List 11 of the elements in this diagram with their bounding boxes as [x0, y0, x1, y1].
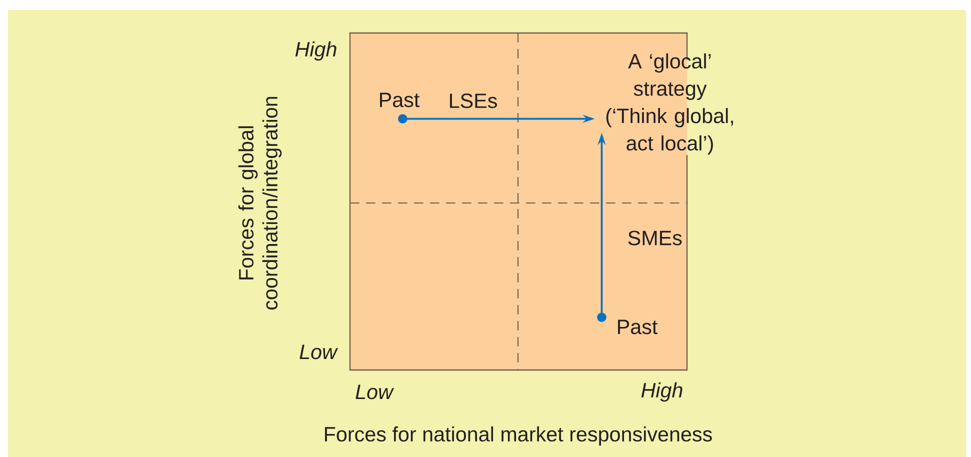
axis-tick-label: High: [641, 382, 682, 402]
edge-label: LSEs: [450, 94, 497, 108]
point-label: Past: [618, 320, 658, 334]
axis-tick-label: Low: [300, 344, 338, 360]
edge-label: SMEs: [628, 230, 682, 246]
strategy-label: A ‘glocal’ strategy (‘Think global, act local’): [606, 53, 734, 155]
axis-tick-label: High: [295, 41, 336, 61]
axis-title: Forces for national market responsiveness: [325, 426, 712, 446]
axis-tick-label: Low: [356, 384, 394, 400]
point-label: Past: [380, 92, 420, 108]
axis-title: Forces for global coordination/integration: [238, 96, 282, 310]
